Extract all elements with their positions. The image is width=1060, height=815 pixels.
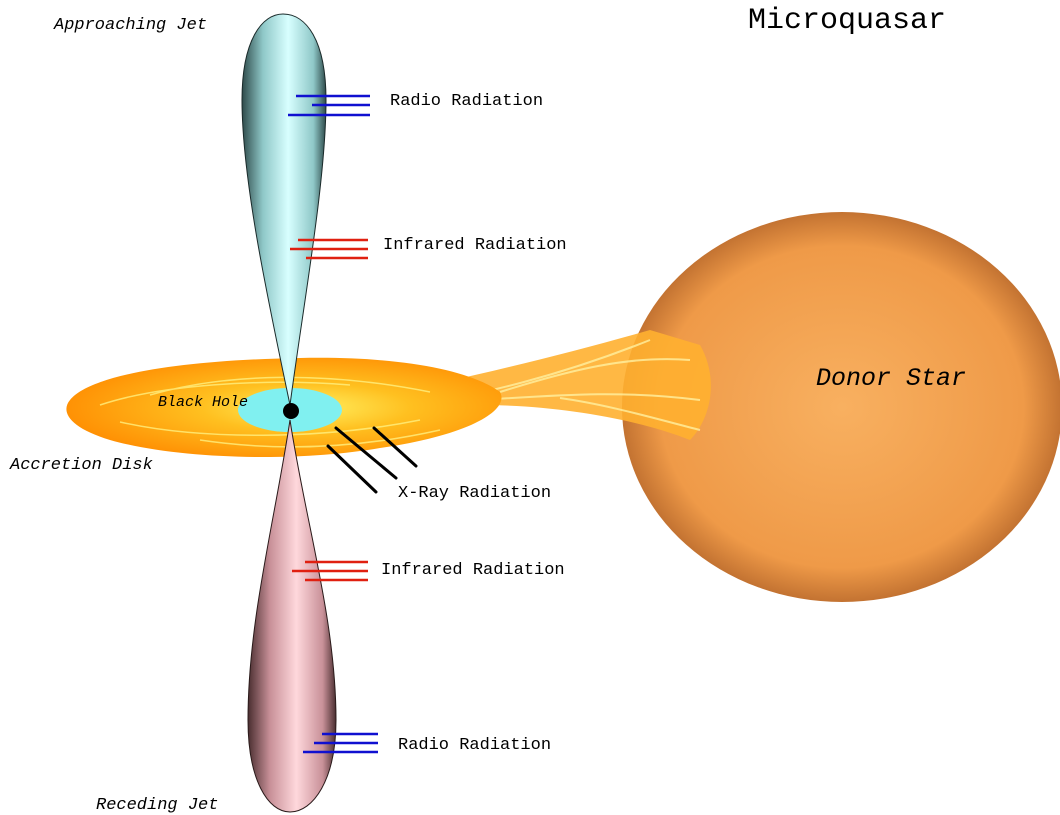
- radio-radiation-bottom-label: Radio Radiation: [398, 736, 551, 755]
- approaching-jet-label: Approaching Jet: [54, 16, 207, 35]
- radio-radiation-top-label: Radio Radiation: [390, 92, 543, 111]
- approaching-jet-shape: [242, 14, 326, 405]
- accretion-disk-label: Accretion Disk: [10, 456, 153, 475]
- donor-star-label: Donor Star: [816, 364, 966, 393]
- receding-jet-label: Receding Jet: [96, 796, 218, 815]
- xray-radiation-label: X-Ray Radiation: [398, 484, 551, 503]
- infrared-radiation-bottom-label: Infrared Radiation: [381, 561, 565, 580]
- diagram-title: Microquasar: [748, 4, 946, 38]
- infrared-radiation-top-label: Infrared Radiation: [383, 236, 567, 255]
- black-hole-label: Black Hole: [158, 394, 248, 411]
- black-hole-dot: [283, 403, 299, 419]
